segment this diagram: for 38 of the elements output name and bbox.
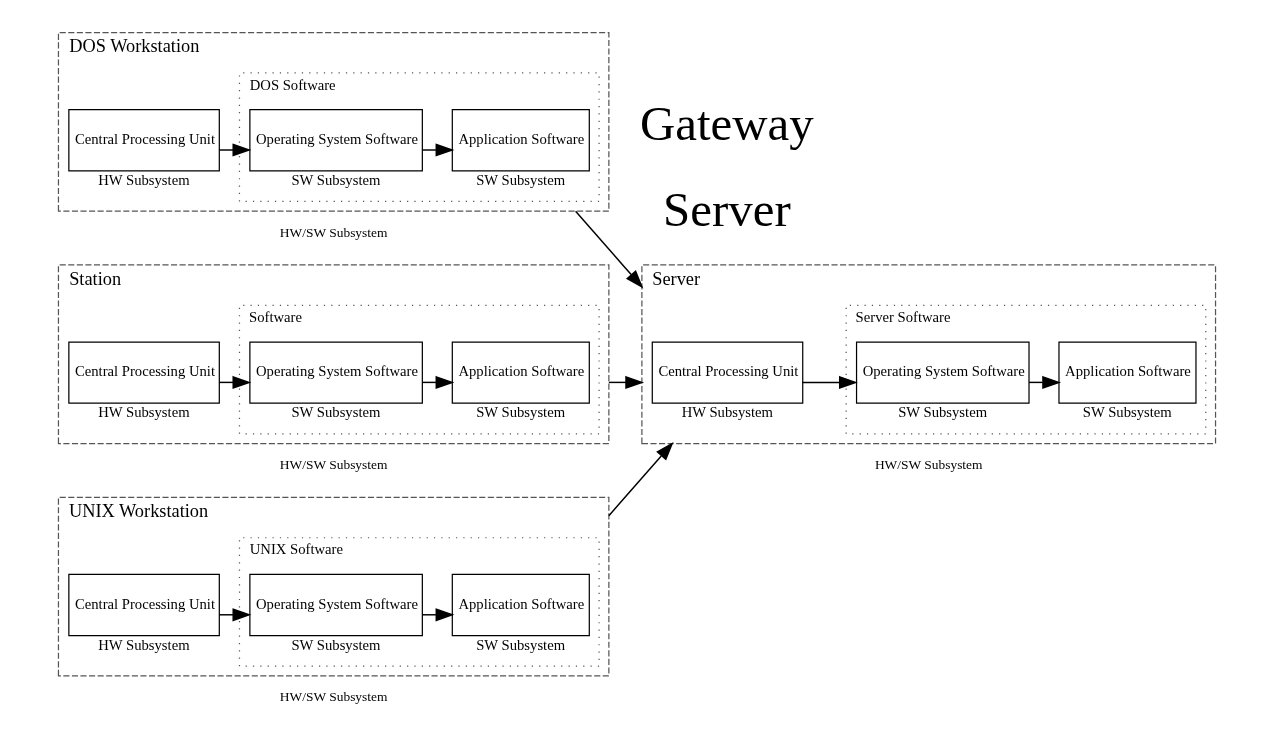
node-label: SW Subsystem xyxy=(476,636,566,653)
node-box: Application Software xyxy=(1058,341,1197,404)
arrow xyxy=(218,608,252,622)
label: Gateway xyxy=(639,96,814,152)
node-label: HW/SW Subsystem xyxy=(279,457,388,472)
arrow xyxy=(608,441,674,517)
node-box: Operating System Software xyxy=(249,341,423,404)
node-box: Operating System Software xyxy=(249,109,423,172)
node-box: Central Processing Unit xyxy=(651,341,804,404)
node-label: SW Subsystem xyxy=(476,404,566,421)
node-label: SW Subsystem xyxy=(291,404,381,421)
node-label: HW Subsystem xyxy=(98,404,190,421)
arrow xyxy=(218,143,252,157)
node-label: SW Subsystem xyxy=(291,636,381,653)
node-box: Central Processing Unit xyxy=(68,573,220,637)
node-label: SW Subsystem xyxy=(476,171,566,188)
node-box: Operating System Software xyxy=(249,573,423,637)
arrow xyxy=(608,375,645,389)
node-label: SW Subsystem xyxy=(898,404,988,421)
node-box: Operating System Software xyxy=(855,341,1030,404)
node-label: SW Subsystem xyxy=(1082,404,1172,421)
node-box: Application Software xyxy=(451,573,590,637)
node-label: HW Subsystem xyxy=(681,404,773,421)
node-box: Central Processing Unit xyxy=(68,109,220,172)
node-label: HW/SW Subsystem xyxy=(874,457,983,472)
node-label: HW Subsystem xyxy=(98,171,190,188)
node-box: Application Software xyxy=(451,109,590,172)
node-label: HW/SW Subsystem xyxy=(279,689,388,705)
arrow xyxy=(421,143,455,157)
node-label: HW Subsystem xyxy=(98,636,190,653)
arrow xyxy=(421,608,455,622)
node-label: HW/SW Subsystem xyxy=(279,224,388,240)
node-box: Application Software xyxy=(451,341,590,404)
arrow xyxy=(801,375,858,389)
node-box: Central Processing Unit xyxy=(68,341,220,404)
label: Server xyxy=(663,181,791,237)
arrow xyxy=(574,210,644,289)
node-label: SW Subsystem xyxy=(291,171,381,188)
